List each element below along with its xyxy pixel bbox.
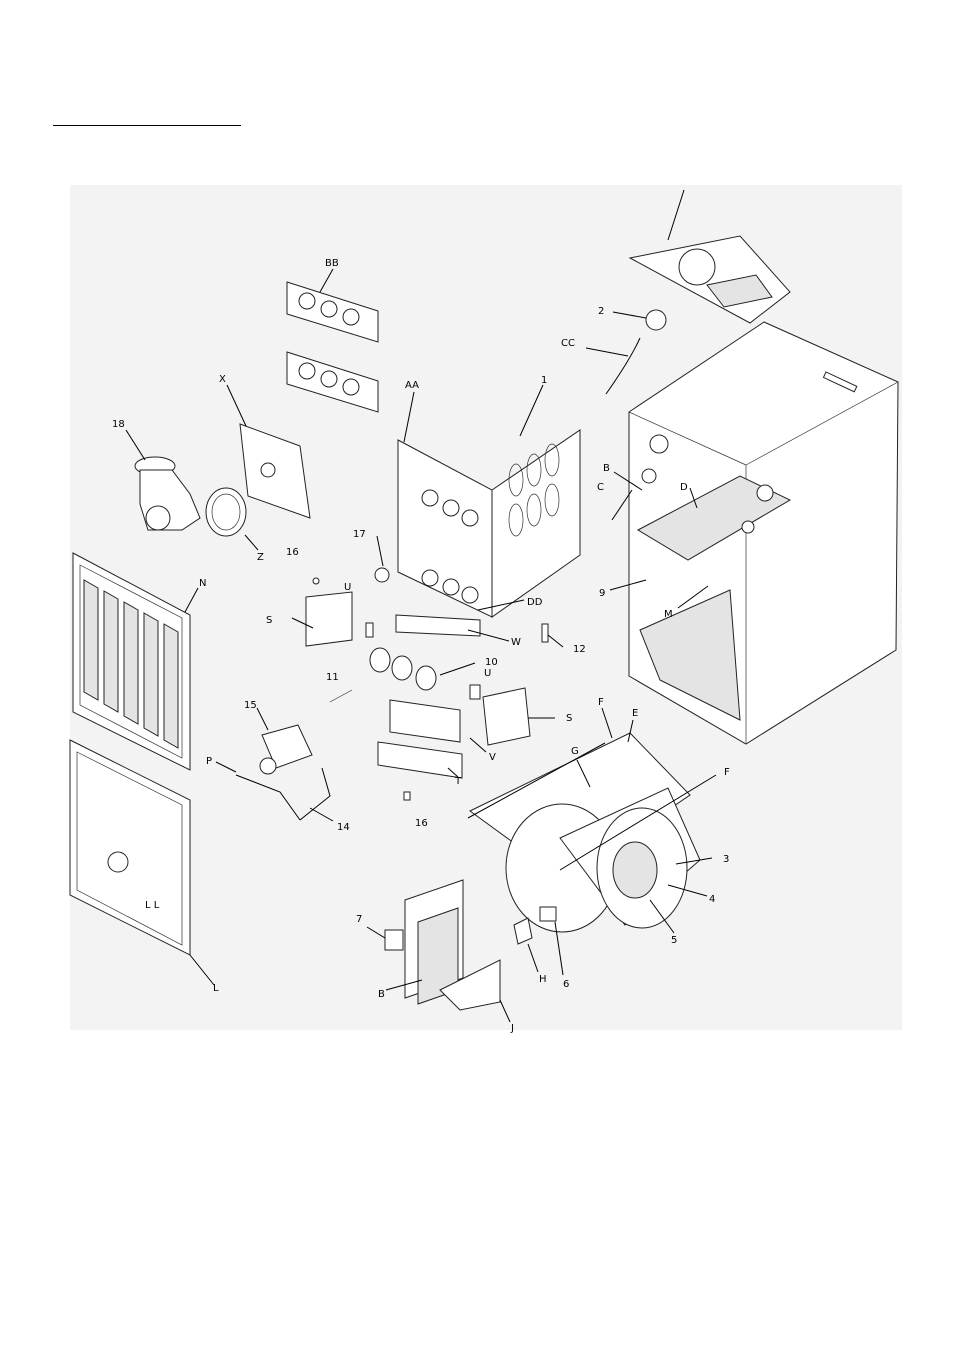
label-F-right: F [724,767,730,778]
label-5: 5 [671,935,677,946]
label-L: L [213,983,219,994]
label-E: E [632,708,638,719]
gas-valve [216,708,333,821]
label-X: X [219,374,226,385]
label-18: 18 [112,419,125,430]
label-D: D [680,482,688,493]
label-T: T [454,776,462,787]
label-M: M [664,609,673,620]
label-W: W [511,637,521,648]
inducer-blower [126,430,200,530]
label-14: 14 [337,822,350,833]
label-3: 3 [723,854,729,865]
label-U-right: U [484,668,491,679]
pressure-switch [586,310,666,394]
label-V: V [489,752,496,763]
label-1: 1 [541,375,547,386]
label-16-top: 16 [286,547,299,558]
label-15: 15 [244,700,257,711]
label-F-top: F [598,697,604,708]
label-4: 4 [709,894,715,905]
furnace-cabinet [629,322,898,744]
label-11: 11 [326,672,339,683]
label-P: P [206,756,212,767]
label-16-bottom: 16 [415,818,428,829]
label-10: 10 [485,657,498,668]
label-BB: BB [325,258,339,269]
label-9: 9 [599,588,605,599]
lower-door [70,740,214,985]
label-DD: DD [527,597,543,608]
label-S-right: S [566,713,572,724]
label-S-left: S [266,615,272,626]
label-G: G [571,746,579,757]
label-AA: AA [405,380,419,391]
label-J: J [510,1023,514,1034]
label-17: 17 [353,529,366,540]
label-N: N [199,578,206,589]
collector-box [206,385,310,550]
label-LL: L L [145,900,160,911]
label-12: 12 [573,644,586,655]
label-B-cabinet: B [603,463,610,474]
label-6: 6 [563,979,569,990]
heat-exchanger [398,385,580,617]
control-board [367,880,510,1022]
label-C: C [597,482,604,493]
label-CC: CC [561,338,575,349]
gasket-plates [287,269,378,412]
label-7: 7 [356,914,362,925]
label-B-board: B [378,989,385,1000]
label-Z: Z [257,552,264,563]
label-2: 2 [598,306,604,317]
label-U-top: U [344,582,351,593]
label-H: H [539,974,547,985]
top-panel [630,190,790,323]
upper-door-louvered [73,553,198,770]
